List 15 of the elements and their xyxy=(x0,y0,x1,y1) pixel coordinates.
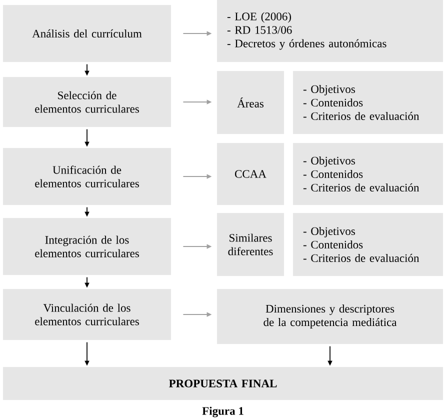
process-box: Integración de los elementos curriculares xyxy=(3,218,171,275)
category-box: CCAA xyxy=(217,143,284,205)
category-box: Áreas xyxy=(217,71,284,134)
process-box: Vinculación de los elementos curriculares xyxy=(3,289,171,340)
category-box: Dimensiones y descriptores de la competencia mediática xyxy=(217,289,443,344)
figure-caption: Figura 1 xyxy=(202,406,244,418)
list-box: - Objetivos - Contenidos - Criterios de evaluación xyxy=(293,213,443,276)
result-box: PROPUESTA FINAL xyxy=(3,367,443,400)
process-box: Unificación de elementos curriculares xyxy=(3,148,171,205)
list-box: - Objetivos - Contenidos - Criterios de evaluación xyxy=(293,71,443,134)
process-box: Análisis del currículum xyxy=(3,5,171,62)
list-box: - Objetivos - Contenidos - Criterios de evaluación xyxy=(293,143,443,205)
category-box: Similares diferentes xyxy=(217,213,284,276)
process-box: Selección de elementos curriculares xyxy=(3,77,171,127)
list-box: - LOE (2006) - RD 1513/06 - Decretos y órdenes autonómicas xyxy=(217,0,443,62)
